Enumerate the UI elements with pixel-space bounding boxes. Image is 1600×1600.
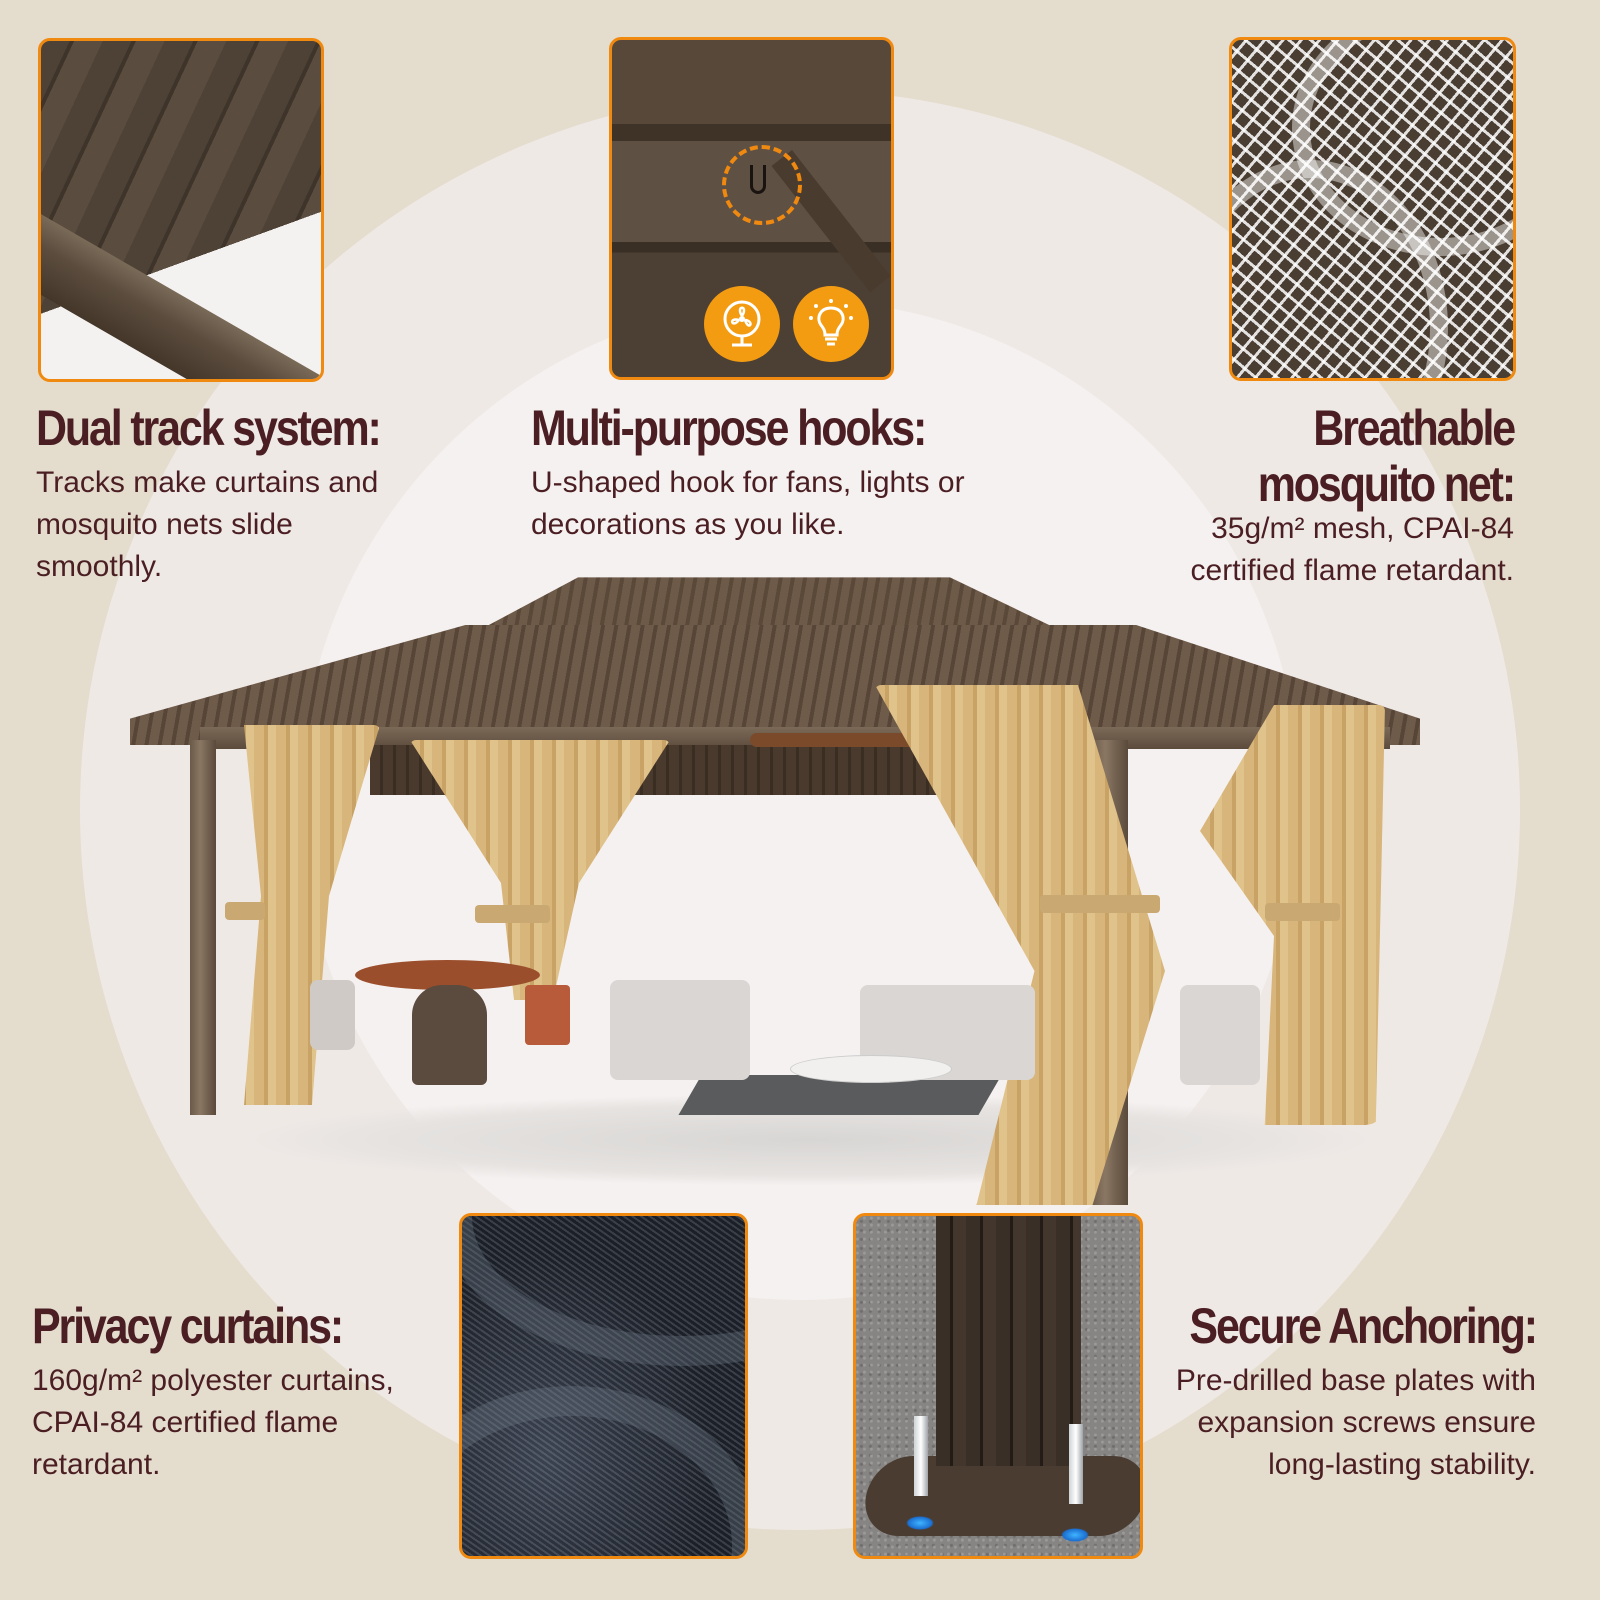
dual-track-title: Dual track system: xyxy=(36,400,382,456)
coffee-table xyxy=(790,1055,952,1083)
curtain-tie xyxy=(1040,895,1160,913)
fabric-fold xyxy=(462,1386,745,1556)
mosquito-net-image xyxy=(1229,37,1516,381)
hooks-image xyxy=(609,37,894,380)
curtain-tie xyxy=(225,902,265,920)
hooks-title: Multi-purpose hooks: xyxy=(531,400,927,456)
anchor-hole-glow xyxy=(906,1516,934,1530)
u-hook-icon xyxy=(750,165,766,194)
hook-highlight-ring xyxy=(722,145,802,225)
light-bulb-icon xyxy=(793,286,869,362)
anchoring-title: Secure Anchoring: xyxy=(1189,1298,1538,1354)
anchoring-image xyxy=(853,1213,1143,1559)
anchoring-description: Pre-drilled base plates with expansion s… xyxy=(1175,1364,1536,1481)
curtain-tie xyxy=(1265,903,1340,921)
track-beam xyxy=(41,191,321,379)
privacy-curtains-description: 160g/m² polyester curtains, CPAI-84 cert… xyxy=(32,1364,394,1481)
upper-roof xyxy=(470,577,1070,635)
fan-icon xyxy=(704,286,780,362)
fabric-fold xyxy=(462,1216,745,1366)
expansion-screw xyxy=(914,1416,928,1496)
privacy-curtains-image xyxy=(459,1213,748,1559)
gazebo-hero-image xyxy=(130,555,1420,1205)
armchair xyxy=(610,980,750,1080)
dual-track-image xyxy=(38,38,324,382)
ceiling-fan xyxy=(750,733,950,747)
anchor-post xyxy=(936,1216,1081,1466)
dining-chair xyxy=(525,985,570,1045)
privacy-curtains-title: Privacy curtains: xyxy=(32,1298,344,1354)
expansion-screw xyxy=(1069,1424,1083,1504)
dual-track-description: Tracks make curtains and mosquito nets s… xyxy=(36,466,379,583)
side-armchair xyxy=(1180,985,1260,1085)
curtain-tie xyxy=(475,905,550,923)
hooks-description: U-shaped hook for fans, lights or decora… xyxy=(531,466,965,541)
table-base xyxy=(412,985,487,1085)
mosquito-net-title: Breathable mosquito net: xyxy=(1257,400,1516,512)
mosquito-net-description: 35g/m² mesh, CPAI-84 certified flame ret… xyxy=(1190,512,1514,587)
dining-chair-grey xyxy=(310,980,355,1050)
anchor-hole-glow xyxy=(1061,1528,1089,1542)
gazebo-post xyxy=(190,740,216,1115)
